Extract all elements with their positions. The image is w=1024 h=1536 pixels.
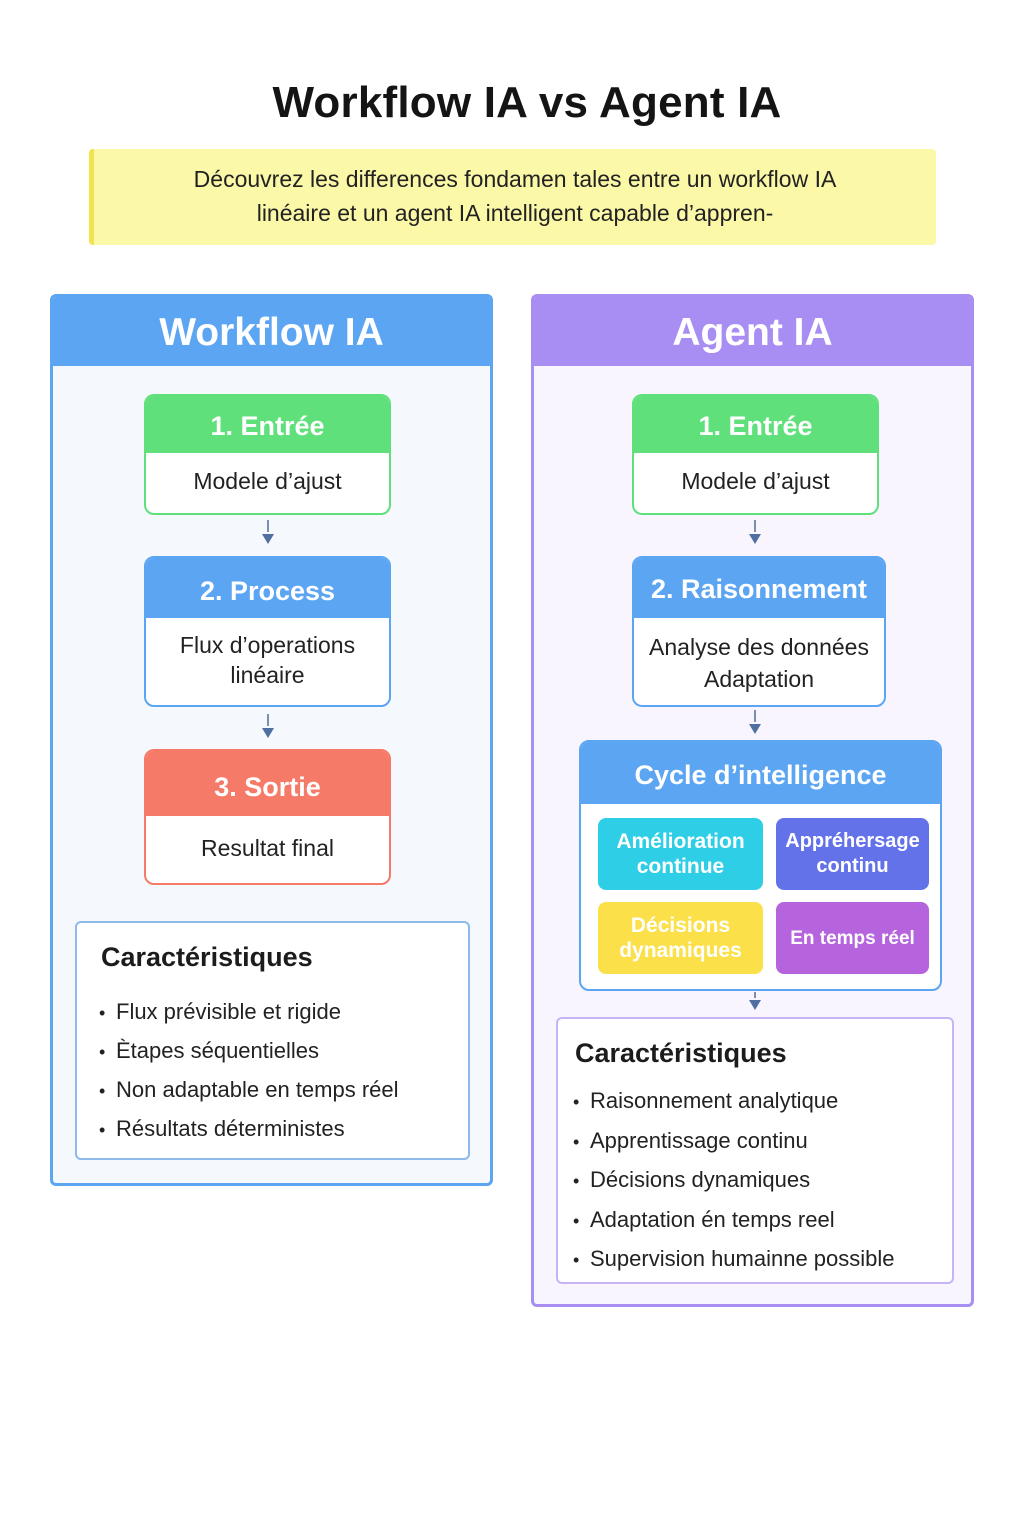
workflow-step-output-text: Resultat final: [201, 835, 334, 861]
list-item: Supervision humainne possible: [573, 1240, 895, 1280]
workflow-features-list: Flux prévisible et rigide Ètapes séquent…: [99, 993, 399, 1149]
page-title: Workflow IA vs Agent IA: [272, 78, 782, 127]
agent-step-reasoning-text-2: Adaptation: [704, 666, 814, 692]
list-item: Non adaptable en temps réel: [99, 1071, 399, 1110]
intro-banner: Découvrez les differences fondamen tales…: [89, 149, 936, 245]
cycle-tile-text: continue: [636, 855, 725, 878]
list-item: Flux prévisible et rigide: [99, 993, 399, 1032]
workflow-step-process-text-1: Flux d’operations: [179, 632, 356, 658]
arrow-down-icon: [748, 710, 762, 738]
workflow-features-title: Caractéristiques: [101, 942, 313, 972]
agent-step-input-text: Modele d’ajust: [681, 468, 830, 494]
workflow-step-input-title: 1. Entrée: [146, 396, 389, 453]
cycle-tile-text: Décisions: [630, 914, 731, 937]
agent-panel-title: Agent IA: [534, 297, 971, 366]
list-item: Apprentissage continu: [573, 1122, 895, 1162]
workflow-step-process-text-2: linéaire: [230, 662, 305, 688]
list-item: Adaptation én temps reel: [573, 1201, 895, 1241]
workflow-panel-title: Workflow IA: [53, 297, 490, 366]
workflow-step-process: 2. Process Flux d’operations linéaire: [144, 556, 391, 707]
cycle-tile-text: Appréhersage: [785, 830, 920, 852]
workflow-step-output-title: 3. Sortie: [146, 751, 389, 816]
list-item: Ètapes séquentielles: [99, 1032, 399, 1071]
agent-step-reasoning: 2. Raisonnement Analyse des données Adap…: [632, 556, 886, 707]
agent-features-title: Caractéristiques: [575, 1038, 787, 1068]
cycle-tile-text: dynamiques: [619, 939, 742, 962]
agent-step-reasoning-text-1: Analyse des données: [649, 634, 869, 660]
intro-line-1: Découvrez les differences fondamen tales…: [193, 166, 837, 192]
workflow-step-input: 1. Entrée Modele d’ajust: [144, 394, 391, 515]
list-item: Décisions dynamiques: [573, 1161, 895, 1201]
workflow-step-input-text: Modele d’ajust: [193, 468, 342, 494]
list-item: Résultats déterministes: [99, 1110, 399, 1149]
workflow-features-card: Caractéristiques Flux prévisible et rigi…: [75, 921, 470, 1160]
cycle-tile-text: Amélioration: [616, 830, 745, 853]
agent-features-list: Raisonnement analytique Apprentissage co…: [573, 1082, 895, 1280]
intelligence-cycle-title: Cycle d’intelligence: [581, 742, 940, 804]
workflow-step-process-title: 2. Process: [146, 558, 389, 618]
arrow-down-icon: [261, 520, 275, 548]
cycle-tile-realtime: En temps réel: [776, 902, 929, 974]
arrow-down-icon: [261, 714, 275, 742]
agent-step-input: 1. Entrée Modele d’ajust: [632, 394, 879, 515]
list-item: Raisonnement analytique: [573, 1082, 895, 1122]
workflow-step-output: 3. Sortie Resultat final: [144, 749, 391, 885]
cycle-tile-learning: Appréhersage continu: [776, 818, 929, 890]
arrow-down-icon: [748, 520, 762, 548]
intro-line-2: linéaire et un agent IA intelligent capa…: [256, 200, 774, 226]
agent-features-card: Caractéristiques Raisonnement analytique…: [556, 1017, 954, 1284]
cycle-tile-text: En temps réel: [790, 927, 915, 949]
agent-step-reasoning-title: 2. Raisonnement: [634, 558, 884, 618]
arrow-down-icon: [748, 992, 762, 1014]
cycle-tile-text: continu: [816, 855, 889, 877]
agent-step-input-title: 1. Entrée: [634, 396, 877, 453]
